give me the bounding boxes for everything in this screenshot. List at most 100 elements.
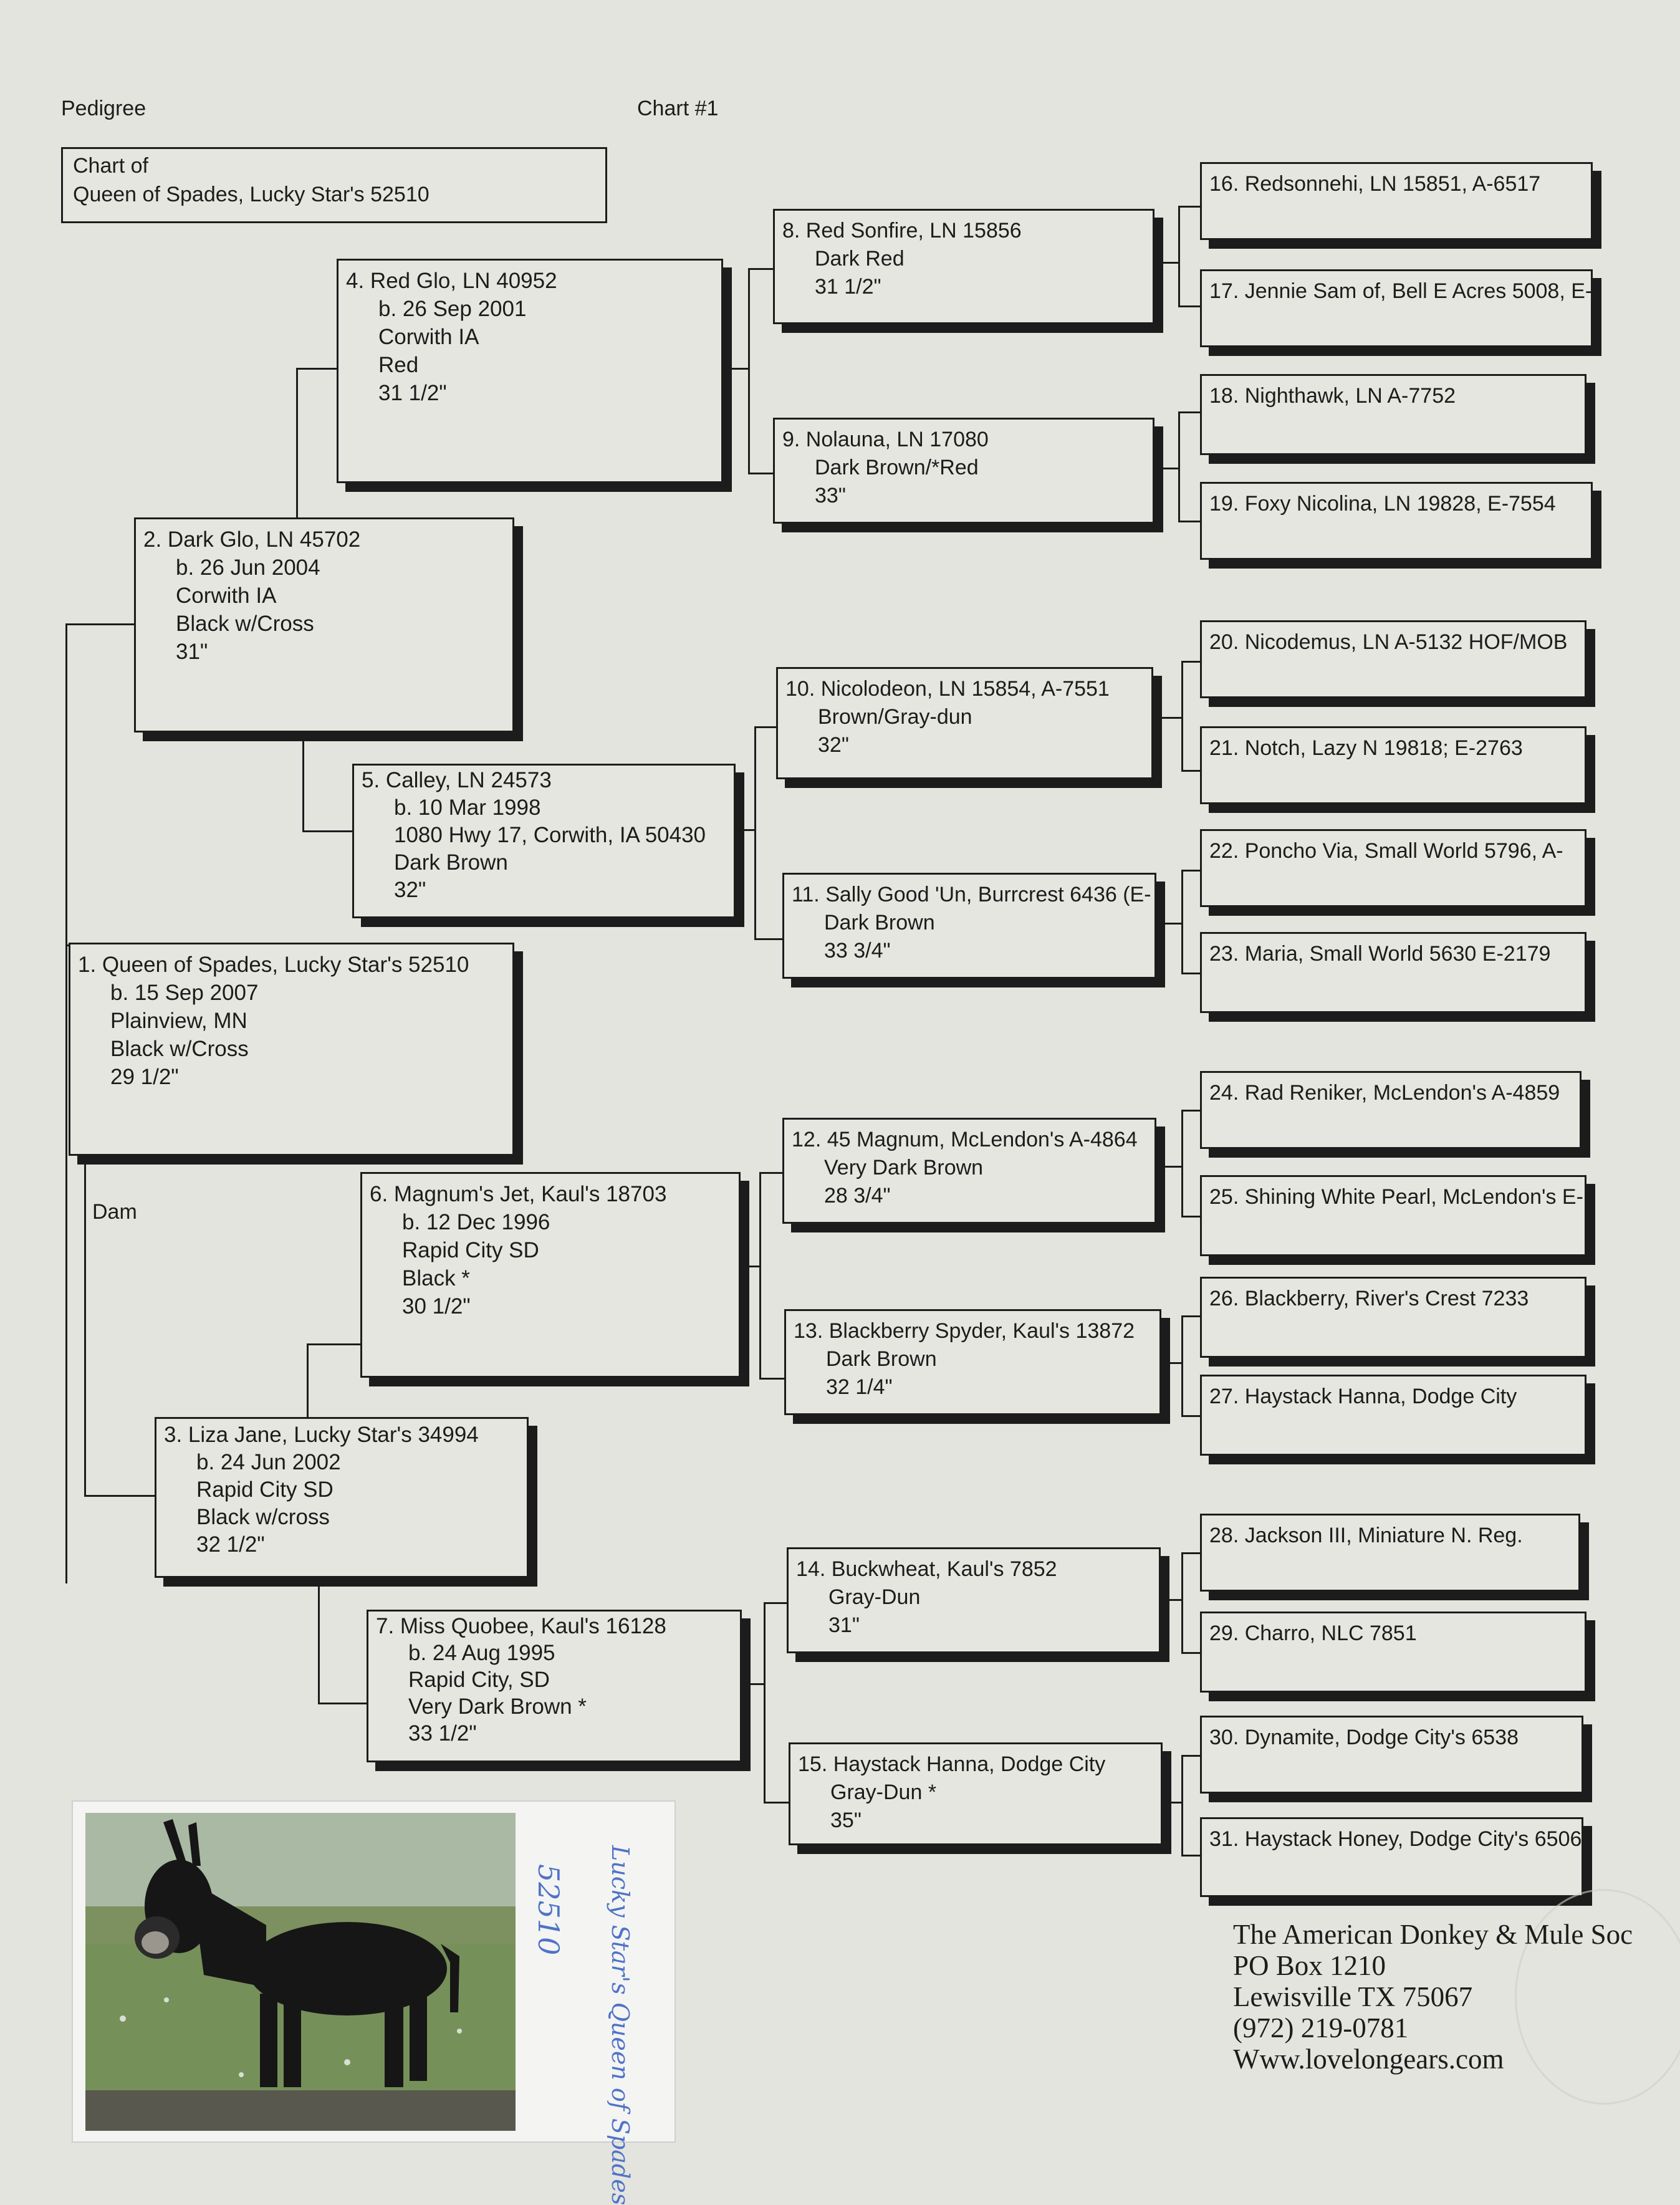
- animal-box-25: 25. Shining White Pearl, McLendon's E-: [1200, 1175, 1586, 1256]
- connector-line: [1178, 411, 1180, 521]
- connector-line: [759, 1378, 784, 1380]
- animal-box-27: 27. Haystack Hanna, Dodge City: [1200, 1375, 1586, 1456]
- animal-box-9: 9. Nolauna, LN 17080 Dark Brown/*Red 33": [773, 418, 1154, 524]
- animal-color: Dark Brown/*Red: [815, 456, 979, 479]
- footer-po-box: PO Box 1210: [1233, 1950, 1386, 1981]
- animal-name: 1. Queen of Spades, Lucky Star's 52510: [78, 953, 469, 977]
- connector-line: [759, 1172, 782, 1174]
- footer-city: Lewisville TX 75067: [1233, 1981, 1473, 2012]
- animal-height: 31": [176, 640, 208, 664]
- animal-birth: b. 10 Mar 1998: [394, 795, 541, 820]
- connector-line: [1181, 1552, 1200, 1554]
- connector-line: [1181, 1315, 1200, 1317]
- animal-box-24: 24. Rad Reniker, McLendon's A-4859: [1200, 1071, 1582, 1149]
- connector-line: [748, 268, 750, 474]
- animal-place: Corwith IA: [378, 325, 479, 349]
- connector-line: [1181, 1216, 1200, 1218]
- animal-name: 23. Maria, Small World 5630 E-2179: [1209, 942, 1551, 966]
- connector-line: [296, 368, 337, 370]
- animal-name: 25. Shining White Pearl, McLendon's E-: [1209, 1185, 1583, 1209]
- animal-birth: b. 26 Jun 2004: [176, 555, 320, 580]
- donkey-photo-card: 52510 Lucky Star's Queen of Spades: [72, 1800, 676, 2205]
- animal-height: 32": [394, 878, 426, 902]
- connector-line: [1181, 1415, 1200, 1417]
- connector-line: [1181, 1755, 1183, 1855]
- connector-line: [1163, 1802, 1181, 1804]
- connector-line: [1156, 1166, 1181, 1168]
- animal-box-12: 12. 45 Magnum, McLendon's A-4864 Very Da…: [782, 1118, 1156, 1224]
- animal-box-16: 16. Redsonnehi, LN 15851, A-6517: [1200, 162, 1593, 240]
- animal-place: Rapid City SD: [402, 1238, 539, 1262]
- animal-color: Dark Red: [815, 247, 905, 271]
- animal-height: 30 1/2": [402, 1294, 471, 1319]
- animal-color: Red: [378, 353, 419, 377]
- animal-name: 24. Rad Reniker, McLendon's A-4859: [1209, 1081, 1560, 1105]
- animal-name: 7. Miss Quobee, Kaul's 16128: [376, 1614, 666, 1638]
- connector-line: [84, 1054, 86, 1496]
- page-header-center: Chart #1: [637, 97, 719, 120]
- animal-place: Plainview, MN: [110, 1009, 247, 1033]
- connector-line: [759, 1172, 761, 1378]
- animal-birth: b. 15 Sep 2007: [110, 981, 259, 1005]
- animal-box-20: 20. Nicodemus, LN A-5132 HOF/MOB: [1200, 620, 1586, 698]
- animal-name: 22. Poncho Via, Small World 5796, A-: [1209, 839, 1563, 863]
- animal-name: 13. Blackberry Spyder, Kaul's 13872: [794, 1319, 1135, 1343]
- animal-box-21: 21. Notch, Lazy N 19818; E-2763: [1200, 726, 1586, 804]
- donkey-illustration: [85, 1813, 516, 2131]
- animal-color: Gray-Dun: [828, 1585, 921, 1609]
- animal-height: 33": [815, 484, 846, 507]
- animal-box-10: 10. Nicolodeon, LN 15854, A-7551 Brown/G…: [776, 667, 1153, 779]
- connector-line: [1181, 973, 1200, 974]
- animal-height: 35": [830, 1809, 862, 1832]
- animal-name: 30. Dynamite, Dodge City's 6538: [1209, 1726, 1519, 1749]
- animal-box-17: 17. Jennie Sam of, Bell E Acres 5008, E-: [1200, 269, 1593, 347]
- animal-name: 29. Charro, NLC 7851: [1209, 1621, 1417, 1645]
- animal-name: 18. Nighthawk, LN A-7752: [1209, 384, 1456, 408]
- animal-box-23: 23. Maria, Small World 5630 E-2179: [1200, 932, 1586, 1013]
- connector-line: [748, 268, 773, 270]
- animal-height: 32": [818, 733, 849, 757]
- connector-line: [1154, 468, 1178, 469]
- animal-box-1: 1. Queen of Spades, Lucky Star's 52510 b…: [69, 943, 514, 1156]
- animal-name: 10. Nicolodeon, LN 15854, A-7551: [785, 677, 1110, 701]
- animal-birth: b. 12 Dec 1996: [402, 1210, 550, 1234]
- animal-color: Brown/Gray-dun: [818, 705, 972, 729]
- connector-line: [1181, 1652, 1200, 1654]
- page-header-left: Pedigree: [61, 97, 146, 120]
- connector-line: [1181, 661, 1183, 770]
- connector-line: [1153, 717, 1181, 719]
- animal-color: Dark Brown: [394, 850, 508, 875]
- connector-line: [754, 726, 776, 728]
- connector-line: [764, 1602, 766, 1802]
- animal-name: 28. Jackson III, Miniature N. Reg.: [1209, 1524, 1523, 1547]
- animal-place: 1080 Hwy 17, Corwith, IA 50430: [394, 823, 706, 847]
- connector-line: [1178, 206, 1200, 208]
- connector-line: [736, 829, 754, 831]
- animal-color: Gray-Dun *: [830, 1780, 937, 1804]
- animal-box-3: 3. Liza Jane, Lucky Star's 34994 b. 24 J…: [155, 1417, 529, 1578]
- connector-line: [1181, 661, 1200, 663]
- animal-box-15: 15. Haystack Hanna, Dodge City Gray-Dun …: [789, 1742, 1163, 1845]
- chart-of-label: Chart of: [73, 154, 148, 178]
- animal-name: 2. Dark Glo, LN 45702: [143, 527, 361, 552]
- donkey-photo: [85, 1813, 516, 2131]
- animal-name: 15. Haystack Hanna, Dodge City: [798, 1752, 1106, 1776]
- connector-line: [1181, 1855, 1200, 1857]
- animal-color: Dark Brown: [826, 1347, 937, 1371]
- animal-birth: b. 24 Aug 1995: [408, 1641, 555, 1665]
- footer-website[interactable]: Www.lovelongears.com: [1233, 2044, 1504, 2075]
- connector-line: [1181, 1552, 1183, 1652]
- animal-name: 11. Sally Good 'Un, Burrcrest 6436 (E-: [792, 883, 1151, 906]
- animal-color: Black w/Cross: [176, 612, 314, 636]
- chart-of-box: Chart of Queen of Spades, Lucky Star's 5…: [61, 147, 607, 223]
- connector-line: [764, 1602, 787, 1604]
- connector-line: [318, 1703, 367, 1704]
- animal-birth: b. 26 Sep 2001: [378, 297, 527, 321]
- animal-box-28: 28. Jackson III, Miniature N. Reg.: [1200, 1514, 1580, 1592]
- animal-height: 28 3/4": [824, 1184, 891, 1208]
- animal-height: 33 1/2": [408, 1721, 477, 1746]
- connector-line: [1181, 1755, 1200, 1757]
- animal-name: 21. Notch, Lazy N 19818; E-2763: [1209, 736, 1523, 760]
- animal-name: 9. Nolauna, LN 17080: [782, 428, 989, 451]
- animal-name: 3. Liza Jane, Lucky Star's 34994: [164, 1423, 479, 1447]
